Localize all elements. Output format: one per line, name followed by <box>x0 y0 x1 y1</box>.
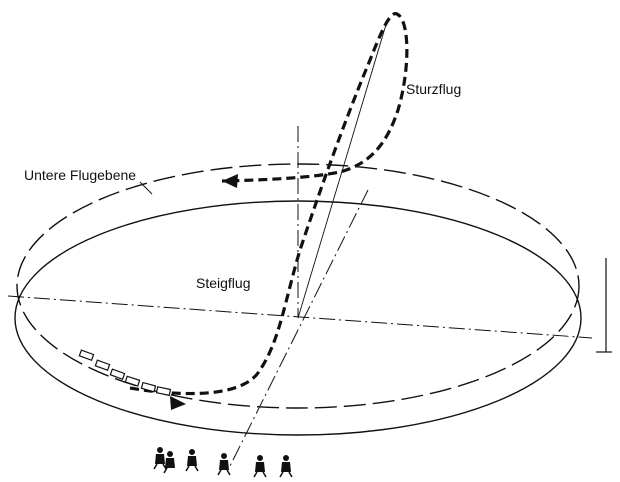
untere-flugebene-leader <box>139 181 153 195</box>
aircraft-outline-icon <box>94 359 111 371</box>
aircraft-outline-icon <box>155 386 172 397</box>
level-direction-arrowhead <box>222 174 238 188</box>
aircraft-outline-icon <box>140 381 157 393</box>
sturzflug-label: Sturzflug <box>406 81 462 97</box>
inner-ellipse <box>14 200 582 436</box>
untere-flugebene-label: Untere Flugebene <box>24 167 137 183</box>
spectator-group <box>153 447 293 478</box>
spectator-icon <box>217 453 231 476</box>
steigflug-label: Steigflug <box>196 275 251 291</box>
dive-reference-line <box>297 17 389 319</box>
spectator-icon <box>163 451 175 474</box>
flight-path <box>129 12 409 396</box>
spectator-icon <box>185 449 199 472</box>
aircraft-outline-icon <box>124 375 141 387</box>
horizontal-center-axis <box>7 295 593 339</box>
aircraft-formation <box>78 349 172 397</box>
spectator-icon <box>253 455 267 478</box>
climb-direction-arrowhead <box>170 396 186 410</box>
spectator-icon <box>153 447 167 470</box>
aircraft-outline-icon <box>78 349 95 361</box>
spectator-sight-axis <box>227 189 369 471</box>
spectator-icon <box>279 455 293 478</box>
aircraft-outline-icon <box>109 368 126 380</box>
